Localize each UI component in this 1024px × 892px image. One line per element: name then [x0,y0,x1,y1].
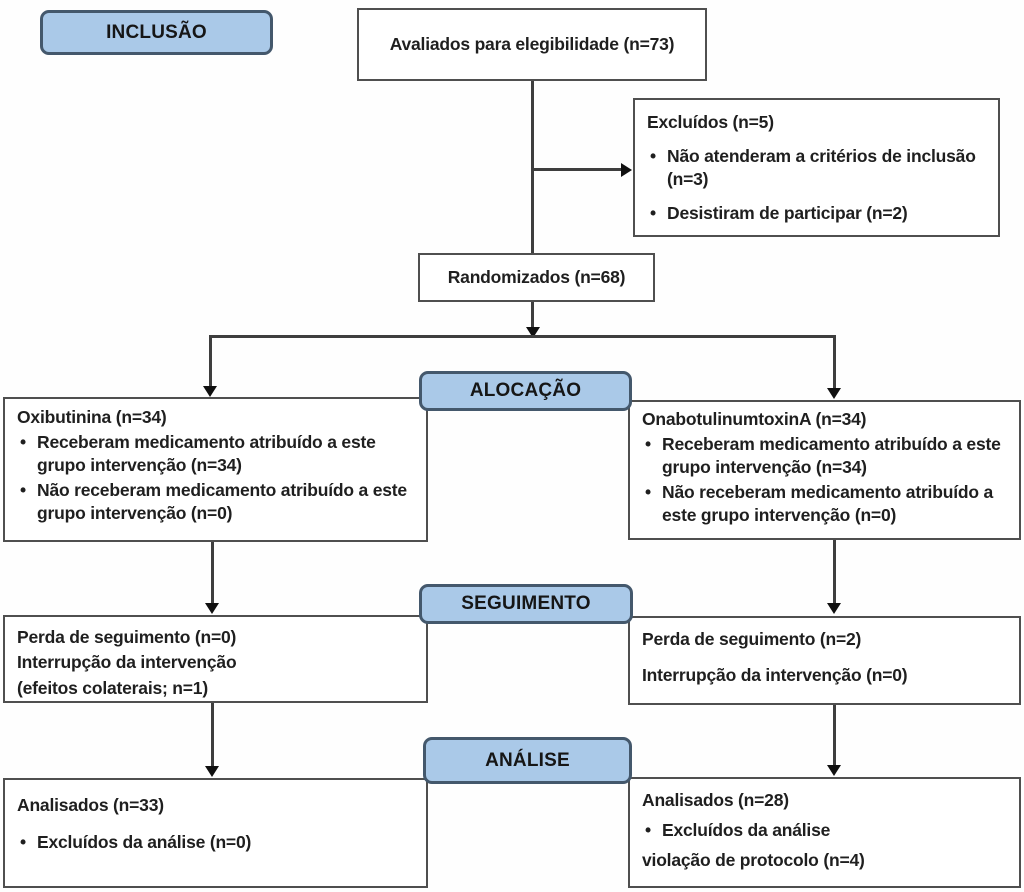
analysis-right-extra-line: violação de protocolo (n=4) [642,850,865,871]
box-allocation-right: OnabotulinumtoxinA (n=34) • Receberam me… [628,400,1021,540]
alloc-left-bullet-2: • Não receberam medicamento atribuído a … [17,479,414,525]
badge-allocation: ALOCAÇÃO [419,371,632,411]
box-randomized: Randomizados (n=68) [418,253,655,302]
arrowhead-followup-left [205,603,219,614]
arrowhead-followup-right [827,603,841,614]
badge-inclusion: INCLUSÃO [40,10,273,55]
alloc-right-bullet-2: • Não receberam medicamento atribuído a … [642,481,1007,527]
arrowhead-alloc-left [203,386,217,397]
excluded-title: Excluídos (n=5) [647,112,774,132]
followup-left-line-2: Interrupção da intervenção [17,652,237,673]
branch-horizontal-line [209,335,836,338]
bullet-icon: • [20,480,26,501]
connector-randomized-to-branch [531,302,534,328]
badge-analysis: ANÁLISE [423,737,632,784]
arrowhead-analysis-right [827,765,841,776]
arrowhead-analysis-left [205,766,219,777]
badge-followup: SEGUIMENTO [419,584,633,624]
arrowhead-alloc-right [827,388,841,399]
connector-alloc-to-followup-right [833,540,836,604]
eligibility-text: Avaliados para elegibilidade (n=73) [389,33,675,54]
excluded-bullet-1: • Não atenderam a critérios de inclusão … [647,145,986,191]
arrowhead-branch [526,327,540,338]
analysis-right-title: Analisados (n=28) [642,790,789,810]
connector-followup-to-analysis-right [833,705,836,766]
box-excluded: Excluídos (n=5) • Não atenderam a critér… [633,98,1000,237]
connector-alloc-to-followup-left [211,542,214,604]
box-allocation-left: Oxibutinina (n=34) • Receberam medicamen… [3,397,428,542]
excluded-bullet-2: • Desistiram de participar (n=2) [647,202,986,225]
connector-branch-left [209,335,212,387]
followup-left-line-3: (efeitos colaterais; n=1) [17,677,208,698]
badge-followup-label: SEGUIMENTO [461,593,591,614]
bullet-icon: • [650,203,656,224]
alloc-right-title: OnabotulinumtoxinA (n=34) [642,409,867,429]
analysis-right-bullet-1: • Excluídos da análise [642,819,1007,842]
followup-right-line-1: Perda de seguimento (n=2) [642,629,862,649]
alloc-left-bullet-1: • Receberam medicamento atribuído a este… [17,431,414,477]
connector-branch-right [833,335,836,389]
randomized-text: Randomizados (n=68) [447,266,626,287]
connector-to-excluded [532,168,621,171]
alloc-left-title: Oxibutinina (n=34) [17,407,167,427]
bullet-icon: • [645,482,651,503]
alloc-right-bullet-1: • Receberam medicamento atribuído a este… [642,433,1007,479]
box-followup-left: Perda de seguimento (n=0) Interrupção da… [3,615,428,703]
followup-right-line-2: Interrupção da intervenção (n=0) [642,665,908,686]
followup-left-line-1: Perda de seguimento (n=0) [17,627,237,647]
badge-analysis-label: ANÁLISE [485,749,570,771]
bullet-icon: • [645,434,651,455]
box-analysis-left: Analisados (n=33) • Excluídos da análise… [3,778,428,888]
connector-followup-to-analysis-left [211,703,214,767]
analysis-left-bullet-1: • Excluídos da análise (n=0) [17,831,414,854]
box-eligibility: Avaliados para elegibilidade (n=73) [357,8,707,81]
box-analysis-right: Analisados (n=28) • Excluídos da análise… [628,777,1021,888]
badge-allocation-label: ALOCAÇÃO [469,380,582,401]
bullet-icon: • [645,820,651,841]
box-followup-right: Perda de seguimento (n=2) Interrupção da… [628,616,1021,705]
analysis-left-title: Analisados (n=33) [17,795,164,815]
badge-inclusion-label: INCLUSÃO [106,21,207,43]
bullet-icon: • [20,432,26,453]
arrowhead-excluded [621,163,632,177]
bullet-icon: • [20,832,26,853]
bullet-icon: • [650,146,656,167]
connector-eligibility-to-randomized [531,81,534,253]
